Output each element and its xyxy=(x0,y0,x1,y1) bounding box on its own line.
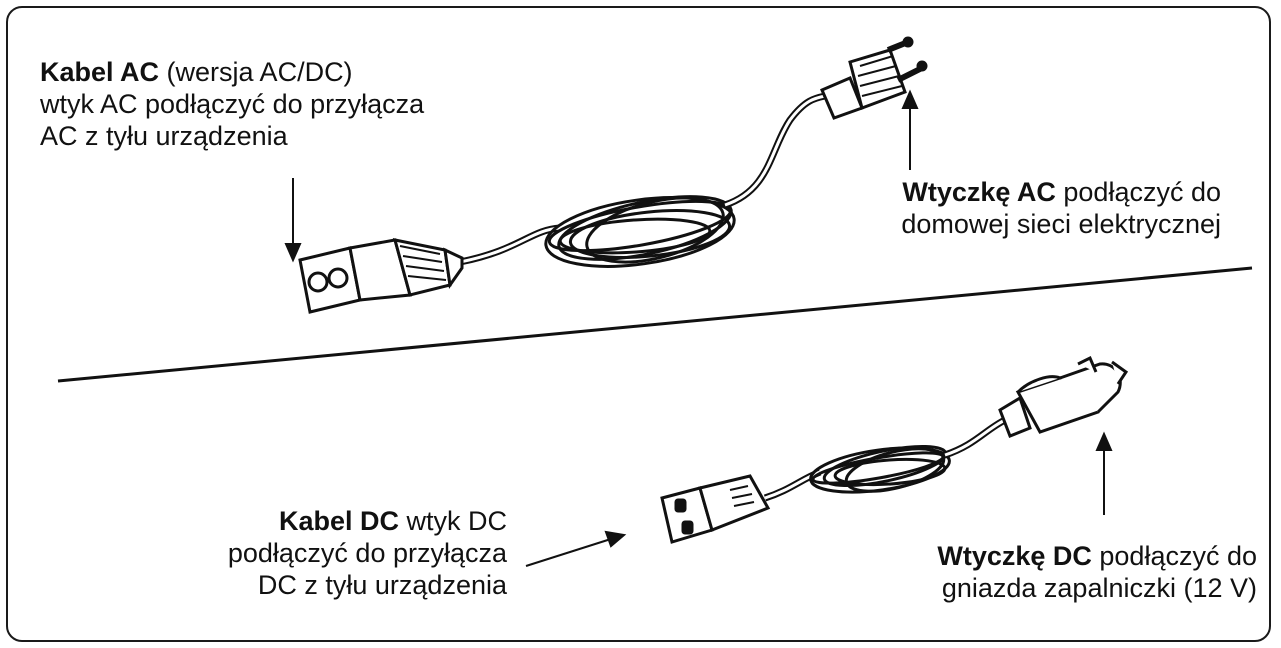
dc-appliance-connector xyxy=(660,474,771,544)
dc-plug-label: Wtyczkę DC podłączyć do gniazda zapalnic… xyxy=(937,540,1257,604)
dc-plug-line2: gniazda zapalniczki (12 V) xyxy=(941,573,1257,603)
dc-plug-title: Wtyczkę DC xyxy=(937,541,1092,571)
arrow-dc-cable xyxy=(525,530,627,567)
arrow-ac-plug xyxy=(901,89,919,170)
arrow-dc-plug xyxy=(1095,431,1113,515)
dc-lighter-plug xyxy=(998,355,1129,438)
dc-plug-line1: podłączyć do xyxy=(1091,541,1257,571)
ac-cable-line3: AC z tyłu urządzenia xyxy=(40,121,288,151)
diagram-frame xyxy=(6,6,1271,642)
section-divider xyxy=(57,266,1253,383)
dc-cable-title: Kabel DC xyxy=(278,506,399,536)
dc-cable-line2: podłączyć do przyłącza xyxy=(227,538,507,568)
ac-plug-line1: podłączyć do xyxy=(1055,177,1221,207)
ac-plug-label: Wtyczkę AC podłączyć do domowej sieci el… xyxy=(901,176,1221,240)
ac-cable-version: (wersja AC/DC) xyxy=(159,57,353,87)
dc-cord-coil xyxy=(809,444,951,494)
ac-plug-line2: domowej sieci elektrycznej xyxy=(901,209,1221,239)
dc-cable-label: Kabel DC wtyk DC podłączyć do przyłącza … xyxy=(228,505,507,601)
ac-cable-line2: wtyk AC podłączyć do przyłącza xyxy=(40,89,425,119)
ac-wall-plug xyxy=(820,36,928,120)
ac-cable-title: Kabel AC xyxy=(40,57,160,87)
ac-plug-title: Wtyczkę AC xyxy=(902,177,1056,207)
ac-cord-coil xyxy=(544,195,736,268)
dc-cable-line1: wtyk DC xyxy=(399,506,508,536)
ac-appliance-connector xyxy=(298,238,464,314)
ac-cable-label: Kabel AC (wersja AC/DC) wtyk AC podłączy… xyxy=(40,56,424,152)
arrow-ac-cable xyxy=(284,178,302,263)
dc-cable-line3: DC z tyłu urządzenia xyxy=(257,570,507,600)
dc-cable-illustration xyxy=(763,416,1007,502)
ac-cable-illustration xyxy=(459,92,826,268)
